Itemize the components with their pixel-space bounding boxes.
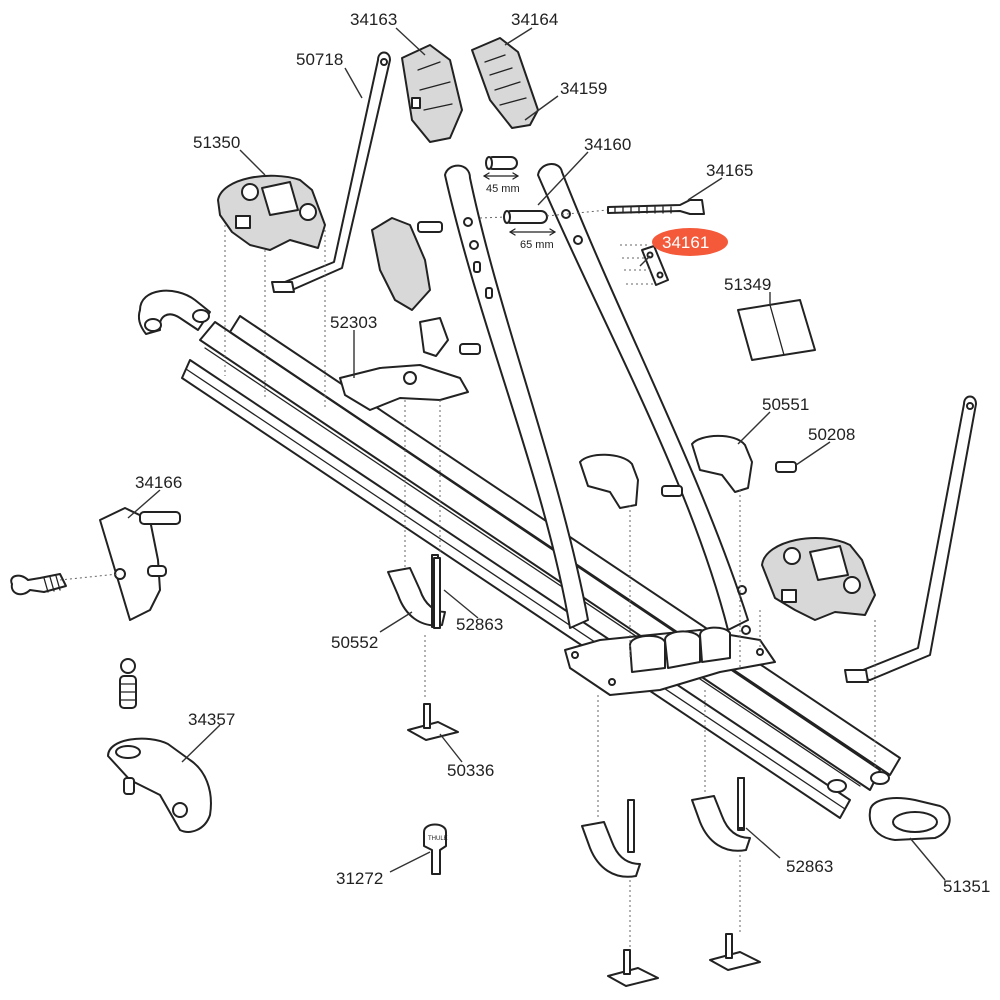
label-50208[interactable]: 50208: [808, 425, 855, 444]
bolt-34165: [607, 199, 705, 215]
clamp-34166: [99, 507, 181, 621]
lock-spring-34357: [119, 658, 137, 709]
label-34163[interactable]: 34163: [350, 10, 397, 29]
strap-50718: [271, 51, 391, 293]
key-31272-icon: THULE: [423, 823, 448, 875]
clamp-middle: [579, 453, 683, 509]
highlight-34161[interactable]: [652, 228, 728, 256]
wheel-holder-51350: [217, 174, 326, 251]
alignment-guides: [59, 209, 876, 950]
bolt-52863-a: [433, 557, 441, 629]
key-brand-text: THULE: [428, 836, 448, 842]
sticker-51349: [737, 299, 816, 361]
spacer-34159: [483, 156, 519, 180]
label-34166[interactable]: 34166: [135, 473, 182, 492]
label-34164[interactable]: 34164: [511, 10, 558, 29]
frame-arm-left: [444, 164, 589, 629]
label-50336[interactable]: 50336: [447, 761, 494, 780]
clamp-52303: [339, 217, 481, 411]
label-31272[interactable]: 31272: [336, 869, 383, 888]
label-52863-a[interactable]: 52863: [456, 615, 503, 634]
frame-base-plate: [564, 626, 776, 696]
label-52863-b[interactable]: 52863: [786, 857, 833, 876]
label-50718[interactable]: 50718: [296, 50, 343, 69]
label-51349[interactable]: 51349: [724, 275, 771, 294]
rail-end-cap-51351: [827, 771, 951, 841]
part-labels: 34163 34164 50718 34159 51350 34160 3416…: [135, 10, 990, 896]
frame-arm-right: [537, 163, 751, 635]
arm-end-cap-34163: [401, 44, 463, 143]
label-34160[interactable]: 34160: [584, 135, 631, 154]
leader-lines: [127, 27, 946, 881]
label-34357[interactable]: 34357: [188, 710, 235, 729]
pin-34161: [641, 245, 669, 286]
spacer-34160: [503, 210, 556, 236]
wheel-holder-right: [761, 537, 876, 621]
bolt-52863-b: [737, 777, 745, 829]
t-bolt-bottom-2: [709, 933, 761, 971]
lock-cylinder-34166: [10, 573, 67, 596]
label-34159[interactable]: 34159: [560, 79, 607, 98]
label-51350[interactable]: 51350: [193, 133, 240, 152]
bracket-34357: [107, 737, 212, 833]
label-34165[interactable]: 34165: [706, 161, 753, 180]
arm-end-cap-34164: [471, 37, 539, 129]
clamp-50551: [691, 434, 797, 493]
u-clamp-bottom-1: [581, 799, 641, 878]
label-34161[interactable]: 34161: [662, 233, 709, 252]
t-bolt-50336: [407, 703, 459, 741]
label-50552[interactable]: 50552: [331, 633, 378, 652]
label-52303[interactable]: 52303: [330, 313, 377, 332]
label-51351[interactable]: 51351: [943, 877, 990, 896]
label-50551[interactable]: 50551: [762, 395, 809, 414]
strap-right: [844, 395, 977, 683]
dimension-65mm: 65 mm: [520, 239, 554, 251]
dimension-45mm: 45 mm: [486, 183, 520, 195]
rail-front-hook: [137, 289, 211, 335]
t-bolt-bottom-1: [607, 949, 659, 987]
